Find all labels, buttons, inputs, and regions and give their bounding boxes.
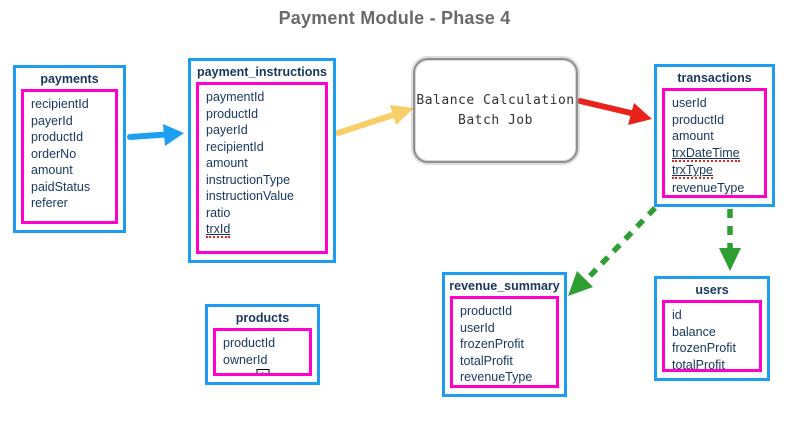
- entity-field: instructionType: [206, 172, 291, 187]
- entity-field: productId: [460, 304, 513, 318]
- entity-field: payerId: [206, 123, 248, 137]
- entity-field: amount: [672, 129, 714, 143]
- entity-field: payerId: [31, 113, 73, 128]
- entity-field: frozenProfit: [460, 337, 524, 351]
- entity-field: balance: [672, 324, 716, 339]
- entity-payment-instructions[interactable]: payment_instructions paymentId productId…: [188, 58, 336, 263]
- entity-field: orderNo: [31, 146, 77, 161]
- entity-users[interactable]: users id balance frozenProfit totalProfi…: [654, 276, 770, 381]
- entity-field: revenueType: [460, 370, 533, 384]
- entity-field-list: paymentId productId payerId recipientId …: [196, 82, 328, 254]
- entity-field: ownerId: [223, 352, 268, 367]
- entity-title: products: [235, 311, 290, 325]
- entity-products[interactable]: products productId ownerId +: [205, 304, 320, 385]
- expand-fields-button[interactable]: +: [256, 369, 269, 373]
- entity-title: payment_instructions: [197, 65, 327, 79]
- entity-field: recipientId: [206, 139, 264, 154]
- entity-title: users: [695, 283, 729, 297]
- entity-field: userId: [460, 320, 495, 335]
- entity-field: revenueType: [672, 180, 745, 195]
- entity-field: frozenProfit: [672, 341, 736, 355]
- entity-field: trxDateTime: [672, 145, 740, 162]
- entity-field: totalProfit: [672, 357, 725, 372]
- arrow-transactions-to-revenue-summary[interactable]: [568, 206, 657, 296]
- arrow-transactions-to-users[interactable]: [719, 209, 741, 271]
- process-label-line1: Balance Calculation: [416, 93, 575, 108]
- entity-field: referer: [31, 196, 68, 210]
- entity-field: instructionValue: [206, 189, 295, 203]
- arrow-batch-job-to-transactions[interactable]: [577, 98, 652, 125]
- entity-field: productId: [31, 130, 84, 144]
- entity-field: productId: [672, 112, 725, 127]
- entity-field: productId: [223, 336, 276, 350]
- arrow-payment-instructions-to-batch-job[interactable]: [335, 105, 414, 136]
- arrow-payments-to-payment-instructions[interactable]: [127, 124, 184, 146]
- entity-title: payments: [40, 72, 99, 86]
- entity-revenue-summary[interactable]: revenue_summary productId userId frozenP…: [442, 272, 567, 397]
- entity-transactions[interactable]: transactions userId productId amount trx…: [654, 64, 775, 207]
- entity-field: userId: [672, 96, 707, 110]
- entity-field-list: recipientId payerId productId orderNo am…: [21, 89, 118, 224]
- entity-field: id: [672, 308, 682, 322]
- entity-field: paymentId: [206, 90, 265, 104]
- entity-field: paidStatus: [31, 179, 91, 194]
- entity-field-list: userId productId amount trxDateTime trxT…: [662, 88, 767, 198]
- entity-payments[interactable]: payments recipientId payerId productId o…: [13, 65, 126, 233]
- entity-field: trxId: [206, 222, 231, 238]
- process-balance-calculation-batch-job[interactable]: Balance Calculation Batch Job: [413, 58, 578, 163]
- entity-field: ratio: [206, 205, 231, 220]
- entity-field: amount: [31, 163, 73, 177]
- page-title: Payment Module - Phase 4: [278, 8, 511, 28]
- entity-title: revenue_summary: [449, 279, 560, 293]
- entity-field: productId: [206, 106, 259, 121]
- entity-field: amount: [206, 156, 248, 170]
- entity-field-list: id balance frozenProfit totalProfit: [662, 300, 762, 372]
- entity-field: totalProfit: [460, 353, 513, 368]
- entity-field-list: productId userId frozenProfit totalProfi…: [450, 296, 559, 388]
- entity-field: recipientId: [31, 97, 89, 111]
- process-label-line2: Batch Job: [458, 113, 533, 128]
- entity-field-list: productId ownerId +: [213, 328, 312, 376]
- entity-title: transactions: [677, 71, 752, 85]
- entity-field: trxType: [672, 163, 713, 179]
